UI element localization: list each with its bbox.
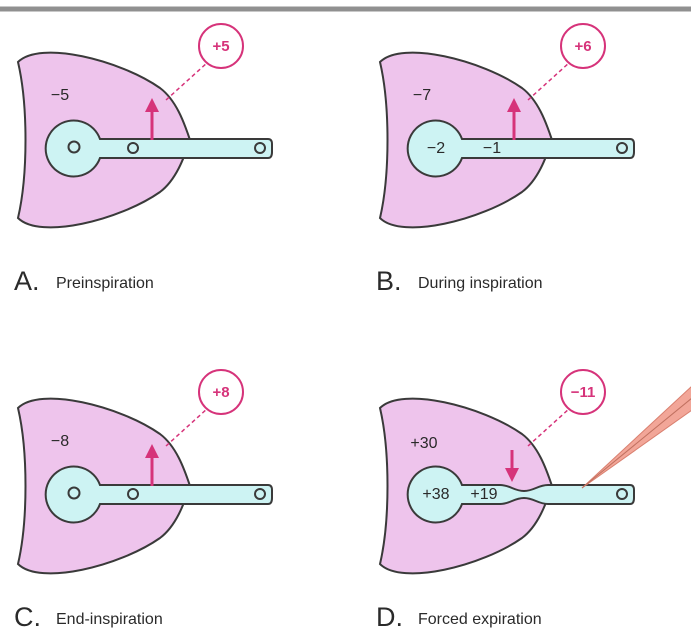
transmural-pressure: +8: [212, 384, 229, 401]
pressure-arrow-head: [505, 468, 519, 482]
mouth-marker: [254, 488, 266, 500]
pressure-arrow-head: [507, 98, 521, 112]
airway-lumen: [406, 119, 635, 178]
panel-letter: C.: [14, 602, 41, 632]
airway-pressure: −1: [483, 140, 501, 157]
airway-pressure: +19: [470, 486, 497, 503]
mouth-marker: [254, 142, 266, 154]
panel-b: +6 −7 −2 −1 B. During inspiration: [376, 23, 635, 296]
alveolar-pressure: −2: [427, 140, 445, 157]
mouth-marker: [616, 142, 628, 154]
panel-a: +5 −5 A. Preinspiration: [14, 23, 273, 296]
pleural-pressure: +30: [410, 435, 437, 452]
mouth-marker: [616, 488, 628, 500]
panel-caption: During inspiration: [418, 275, 543, 292]
panel-caption: Preinspiration: [56, 275, 154, 292]
airway-lumen: [44, 119, 273, 178]
transmural-bubble: [560, 23, 606, 69]
panel-caption: Forced expiration: [418, 611, 542, 628]
callout-line: [527, 407, 571, 447]
alveolus-marker: [67, 486, 81, 500]
callout-line: [527, 61, 571, 101]
transmural-pressure: +5: [212, 38, 229, 55]
pressure-arrow-head: [145, 98, 159, 112]
alveolus-marker: [67, 140, 81, 154]
pressure-arrow-head: [145, 444, 159, 458]
pleural-pressure: −5: [51, 87, 69, 104]
airway-marker: [127, 488, 139, 500]
transmural-bubble: [560, 369, 606, 415]
panel-letter: D.: [376, 602, 403, 632]
alveolar-pressure: +38: [422, 486, 449, 503]
panel-letter: B.: [376, 266, 402, 296]
airway-marker: [127, 142, 139, 154]
panel-d: −11 +30 +38 +19 D. Forced expiration: [376, 369, 691, 632]
pleural-pressure: −7: [413, 87, 431, 104]
panel-caption: End-inspiration: [56, 611, 163, 628]
syringe-icon: [581, 386, 691, 489]
panel-letter: A.: [14, 266, 40, 296]
airway-lumen-collapsed: [406, 465, 635, 524]
transmural-pressure: −11: [571, 384, 596, 401]
transmural-pressure: +6: [574, 38, 591, 55]
callout-line: [165, 61, 209, 101]
callout-line: [165, 407, 209, 447]
panel-c: +8 −8 C. End-inspiration: [14, 369, 273, 632]
pleural-pressure: −8: [51, 433, 69, 450]
transmural-bubble: [198, 369, 244, 415]
airway-lumen: [44, 465, 273, 524]
transmural-bubble: [198, 23, 244, 69]
